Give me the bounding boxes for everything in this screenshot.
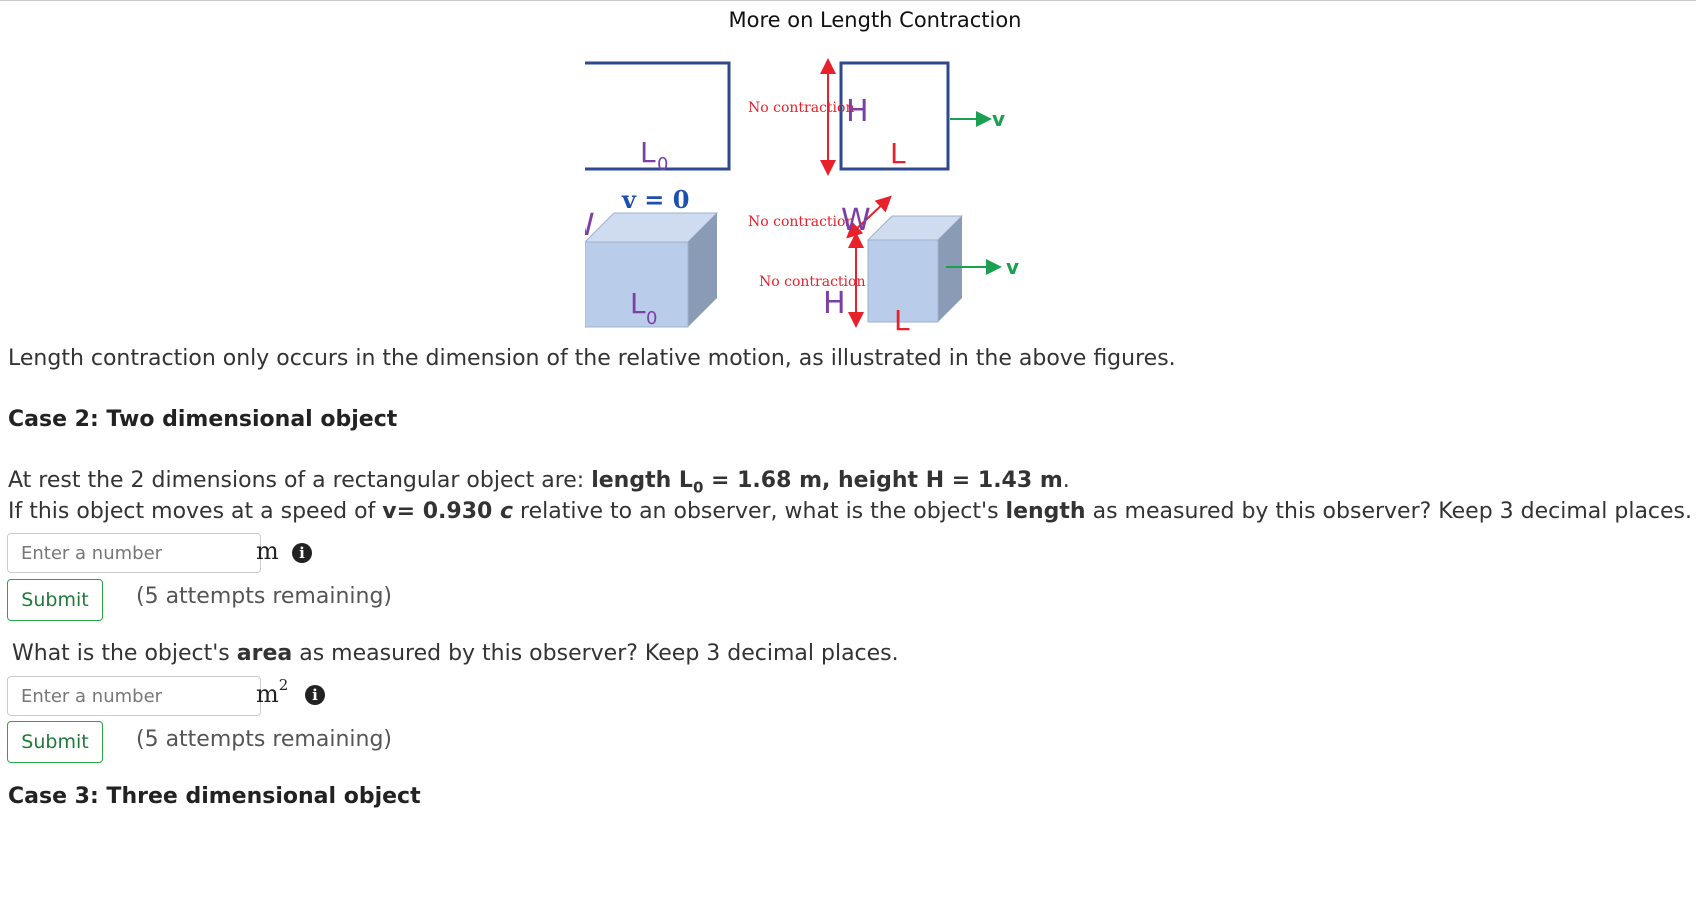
intro-text: Length contraction only occurs in the di… xyxy=(8,346,1176,371)
rest-length-subscript: 0 xyxy=(657,154,668,175)
area-unit: m2 xyxy=(256,676,289,708)
no-contraction-label: No contraction xyxy=(748,100,854,116)
case2-question-length: If this object moves at a speed of v= 0.… xyxy=(8,499,1693,524)
contracted-length-label: L xyxy=(894,304,910,337)
no-contraction-label: No contraction xyxy=(748,214,854,230)
case2-heading: Case 2: Two dimensional object xyxy=(8,407,398,432)
cube-front xyxy=(585,241,689,328)
area-attempts-remaining: (5 attempts remaining) xyxy=(136,727,392,752)
length-answer-input[interactable] xyxy=(7,533,261,573)
area-answer-input[interactable] xyxy=(7,676,261,716)
contracted-length-label: L xyxy=(890,137,906,170)
case3-heading: Case 3: Three dimensional object xyxy=(8,784,421,809)
no-contraction-label: No contraction xyxy=(759,274,865,290)
width-label: W xyxy=(841,203,871,238)
case2-question-area: What is the object's area as measured by… xyxy=(12,641,899,666)
width-arrow xyxy=(846,195,892,239)
velocity-label: v xyxy=(1006,255,1019,279)
height-label: H xyxy=(823,286,846,321)
submit-area-button[interactable]: Submit xyxy=(7,721,103,763)
rest-length-label: L xyxy=(640,136,656,169)
velocity-label: v xyxy=(992,107,1005,131)
moving-rectangle xyxy=(839,61,950,171)
page-title: More on Length Contraction xyxy=(728,8,1022,32)
info-icon[interactable]: i xyxy=(292,543,312,563)
width-label: W xyxy=(585,208,595,243)
info-icon[interactable]: i xyxy=(305,685,325,705)
length-contraction-figure: H L 0 No contraction H L v v = 0 W H L 0… xyxy=(585,58,1019,337)
length-attempts-remaining: (5 attempts remaining) xyxy=(136,584,392,609)
submit-length-button[interactable]: Submit xyxy=(7,579,103,621)
zero-velocity-label: v = 0 xyxy=(621,185,689,214)
case2-dimensions-text: At rest the 2 dimensions of a rectangula… xyxy=(8,468,1070,497)
rest-length-subscript: 0 xyxy=(646,308,657,329)
moving-cube-side xyxy=(938,216,962,322)
height-label: H xyxy=(846,94,869,129)
rest-length-label: L xyxy=(630,287,646,320)
rest-rectangle xyxy=(585,61,731,171)
cube-side xyxy=(688,213,717,327)
top-divider xyxy=(0,0,1696,1)
length-unit: m xyxy=(256,537,279,565)
moving-cube-front xyxy=(867,239,939,323)
